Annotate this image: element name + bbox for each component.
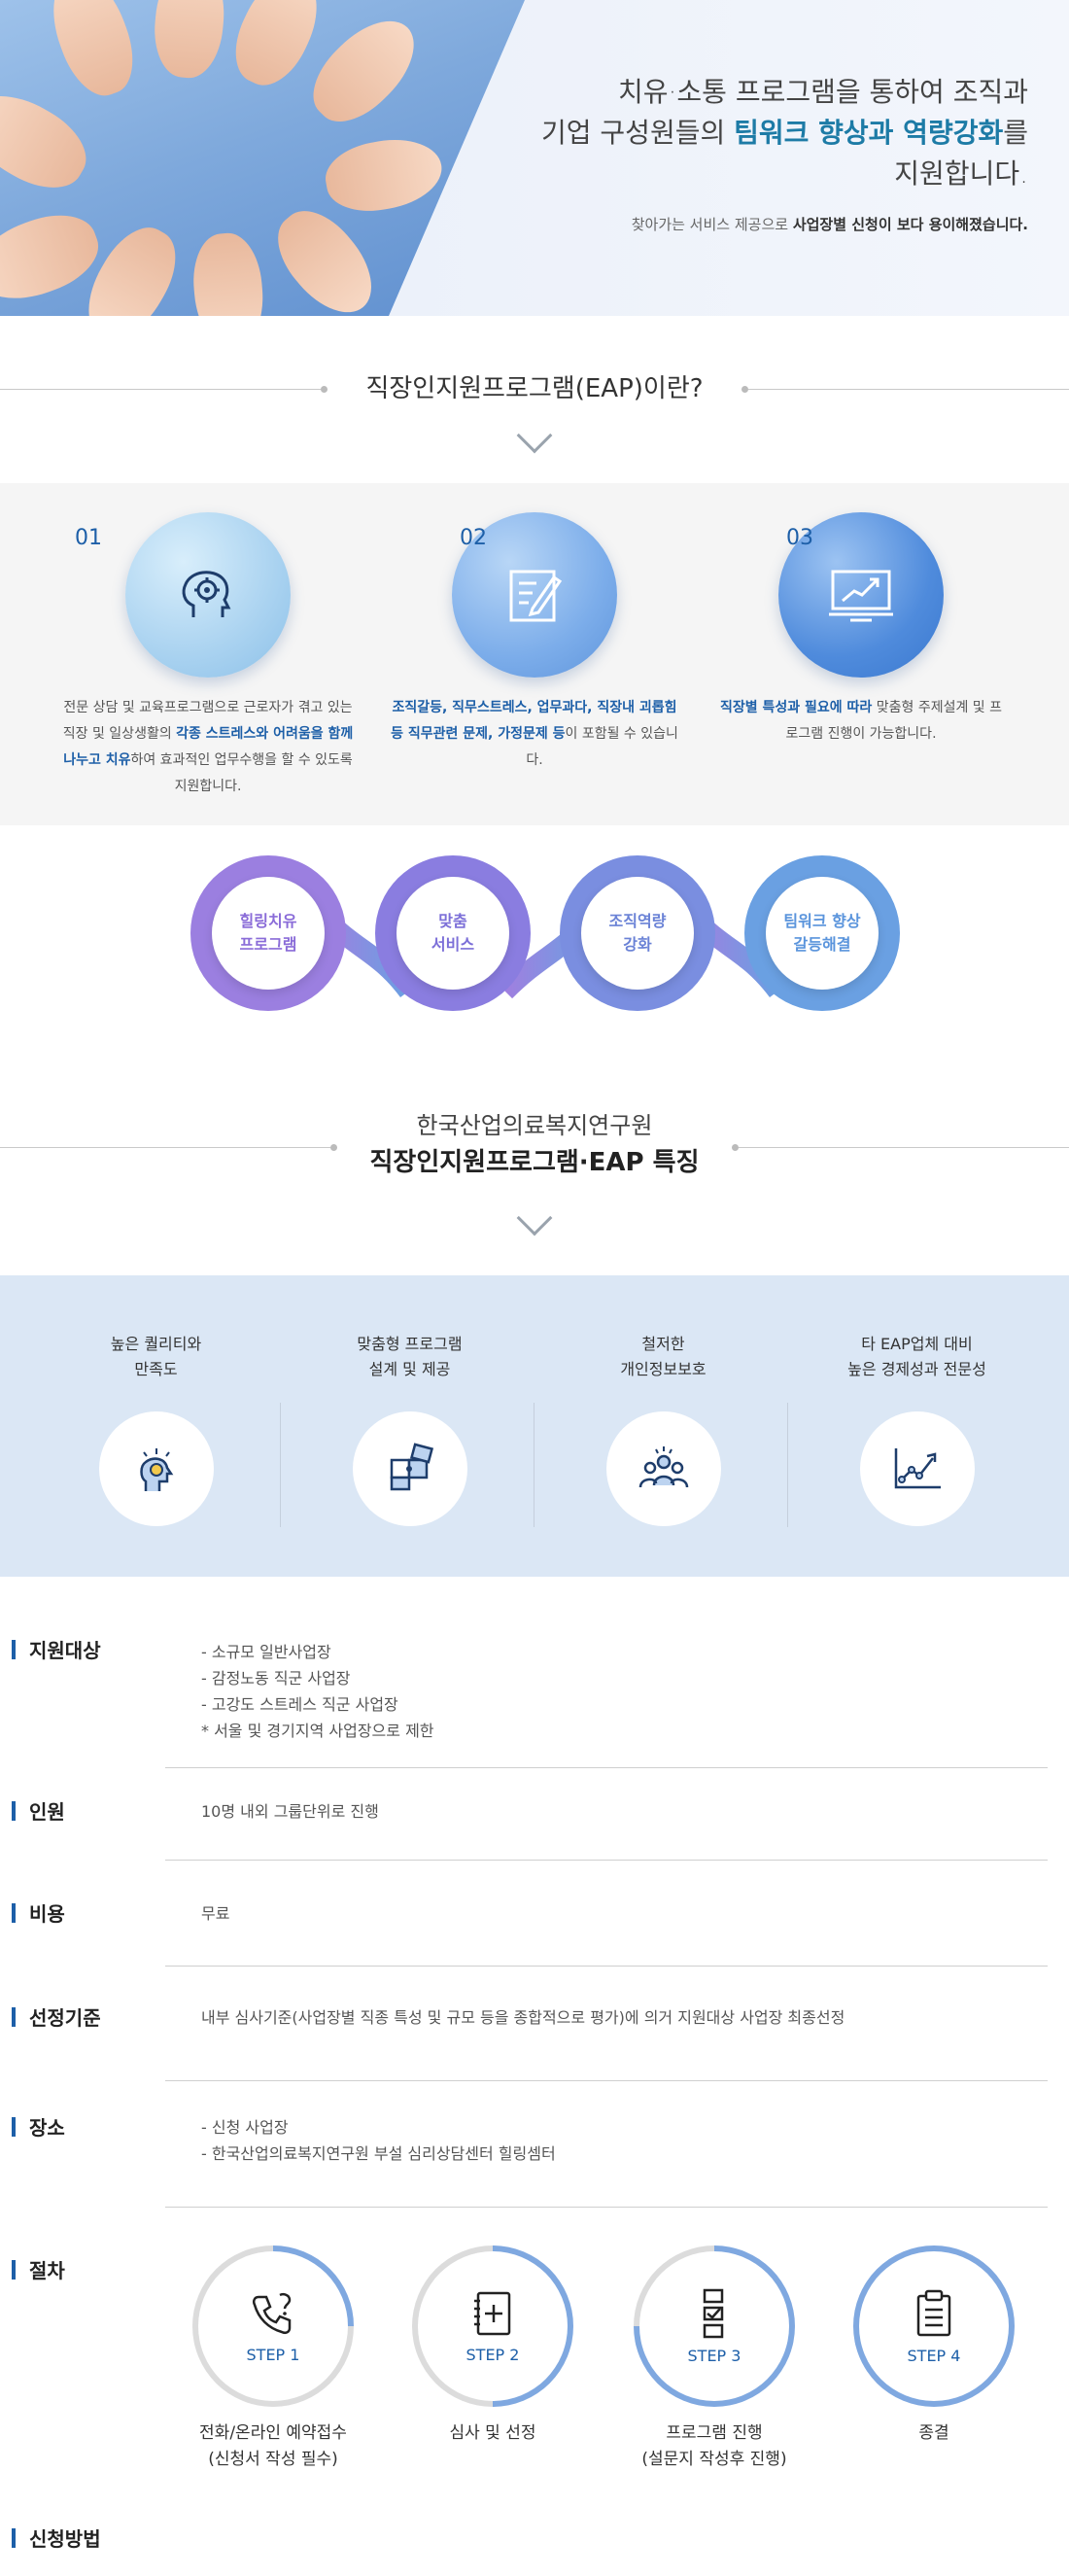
feature-number: 03 — [786, 526, 813, 550]
brain-gear-icon — [182, 571, 231, 617]
procedure-step-3: STEP 3 프로그램 진행(설문지 작성후 진행) — [603, 2245, 826, 2473]
puzzle-icon — [390, 1443, 433, 1491]
chevron-down-icon — [516, 1200, 553, 1236]
step-label: STEP 3 — [687, 2346, 741, 2365]
divider — [165, 1767, 1048, 1768]
eap-intro-heading: 직장인지원프로그램(EAP)이란? — [0, 369, 1069, 408]
feature-card-2: 02 조직갈등, 직무스트레스, 업무과다, 직장내 괴롭힘 등 직무관련 문제… — [389, 512, 680, 774]
step-caption: 심사 및 선정 — [449, 2423, 536, 2443]
flow-connector — [313, 906, 785, 999]
info-criteria-value: 내부 심사기준(사업장별 직종 특성 및 규모 등을 종합적으로 평가)에 의거… — [201, 2008, 845, 2027]
feature-number: 01 — [75, 526, 102, 550]
step-caption: 전화/온라인 예약접수(신청서 작성 필수) — [199, 2423, 347, 2469]
feature-card-3: 03 직장별 특성과 필요에 따라 맞춤형 주제설계 및 프로그램 진행이 가능… — [715, 512, 1007, 748]
procedure-step-1: STEP 1 전화/온라인 예약접수(신청서 작성 필수) — [161, 2245, 385, 2473]
hero-subtext: 찾아가는 서비스 제공으로 사업장별 신청이 보다 용이해졌습니다. — [631, 216, 1028, 233]
info-people-value: 10명 내외 그룹단위로 진행 — [201, 1802, 379, 1821]
hero-heading-line3: 지원합니다. — [894, 157, 1028, 190]
org-name: 한국산업의료복지연구원 — [416, 1112, 653, 1139]
procedure-step-4: STEP 4 종결 — [822, 2245, 1046, 2447]
divider — [165, 2207, 1048, 2208]
divider — [165, 1966, 1048, 1967]
phone-question-icon — [252, 2292, 292, 2334]
hero-heading-line2: 기업 구성원들의 — [541, 117, 735, 149]
info-label: 지원대상 — [12, 1635, 101, 1663]
info-place-list: - 신청 사업장 - 한국산업의료복지연구원 부설 심리상담센터 힐링셈터 — [201, 2118, 556, 2163]
step-label: STEP 1 — [246, 2345, 300, 2364]
procedure-step-2: STEP 2 심사 및 선정 — [381, 2245, 604, 2447]
feature-description: 직장별 특성과 필요에 따라 맞춤형 주제설계 및 프로그램 진행이 가능합니다… — [719, 700, 1003, 742]
hero-banner: 치유·소통 프로그램을 통하여 조직과 기업 구성원들의 팀워크 향상과 역량강… — [0, 0, 1069, 316]
clipboard-icon — [916, 2289, 951, 2336]
info-target-list: - 소규모 일반사업장 - 감정노동 직군 사업장 - 고강도 스트레스 직군 … — [201, 1643, 434, 1740]
step-label: STEP 2 — [466, 2345, 520, 2364]
hero-highlight: 팀워크 향상과 역량강화 — [734, 117, 1004, 149]
chevron-down-icon — [516, 417, 553, 454]
feature-description: 조직갈등, 직무스트레스, 업무과다, 직장내 괴롭힘 등 직무관련 문제, 가… — [391, 700, 678, 768]
monitor-chart-icon — [829, 570, 893, 622]
feature-number: 02 — [460, 526, 487, 550]
growth-chart-icon — [894, 1448, 941, 1489]
section-title: 직장인지원프로그램(EAP)이란? — [365, 374, 704, 403]
step-caption: 종결 — [918, 2423, 949, 2443]
step-caption: 프로그램 진행(설문지 작성후 진행) — [641, 2423, 787, 2469]
notebook-plus-icon — [474, 2291, 511, 2335]
idea-head-icon — [139, 1448, 173, 1491]
section-title: 직장인지원프로그램·EAP 특징 — [369, 1148, 700, 1177]
document-pen-icon — [509, 570, 563, 622]
divider — [165, 2080, 1048, 2081]
people-group-icon — [638, 1446, 688, 1488]
hero-heading-line1: 치유·소통 프로그램을 통하여 조직과 — [617, 76, 1028, 108]
eap-features-heading: 한국산업의료복지연구원 직장인지원프로그램·EAP 특징 — [0, 1108, 1069, 1182]
feature-description: 전문 상담 및 교육프로그램으로 근로자가 겪고 있는 직장 및 일상생활의 각… — [62, 700, 354, 794]
feature-card-1: 01 전문 상담 및 교육프로그램으로 근로자가 겪고 있는 직장 및 일상생활… — [62, 512, 354, 800]
checklist-icon — [703, 2288, 724, 2338]
info-cost-value: 무료 — [201, 1904, 230, 1923]
step-label: STEP 4 — [907, 2346, 961, 2365]
divider — [165, 1860, 1048, 1861]
